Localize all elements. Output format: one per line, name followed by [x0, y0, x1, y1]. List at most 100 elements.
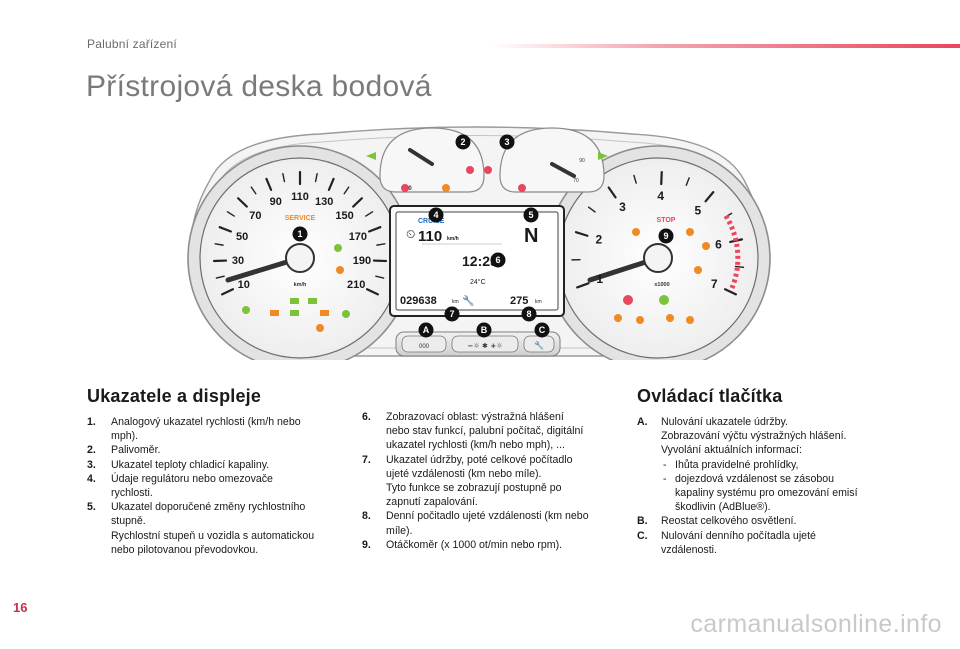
item-text: míle). — [386, 524, 413, 537]
callout-7: 7 — [444, 306, 460, 322]
list-item: 5. Ukazatel doporučené změny rychlostního… — [87, 500, 349, 557]
gauge-tick — [587, 206, 596, 213]
indicators-heading: Ukazatele a displeje — [87, 386, 262, 406]
gauge-tick — [367, 226, 382, 233]
outside-temperature: 24°C — [470, 278, 486, 286]
item-text: Nulování ukazatele údržby. — [661, 416, 789, 428]
svg-text:5: 5 — [528, 210, 533, 220]
gauge-label: 190 — [353, 255, 371, 267]
svg-text:1: 1 — [297, 229, 302, 239]
cruise-label: CRUISE — [418, 218, 445, 225]
item-number: C. — [637, 529, 648, 542]
gauge-label: 4 — [657, 189, 664, 203]
item-text: rychlosti. — [111, 487, 153, 500]
callout-4: 4 — [428, 207, 444, 223]
item-text: ukazatel rychlosti (km/h nebo mph), ... — [386, 439, 565, 452]
sub-item: dojezdová vzdálenost se zásoboukapaliny … — [661, 472, 899, 515]
item-text: Zobrazování výčtu výstražných hlášení. — [661, 430, 847, 443]
list-item: 3.Ukazatel teploty chladicí kapaliny. — [87, 458, 349, 472]
rpm-unit: x1000 — [654, 282, 669, 288]
gauge-tick — [265, 177, 273, 191]
button-c[interactable]: 🔧 — [523, 335, 555, 353]
section-label: Palubní zařízení — [87, 37, 177, 51]
item-number: 2. — [87, 444, 96, 457]
fuel-needle — [408, 148, 434, 166]
instrument-cluster-illustration: SERVICE STOP km/h x1000 0 90 70 CRUISE 1… — [170, 120, 782, 360]
item-number: 8. — [362, 510, 371, 523]
item-text: Ukazatel doporučené změny rychlostního — [111, 501, 306, 514]
svg-text:B: B — [481, 325, 488, 335]
indicators-column: Ukazatele a displeje 1. Analogový ukazate… — [87, 386, 349, 557]
temp-label-90: 90 — [579, 158, 585, 164]
svg-text:A: A — [423, 325, 430, 335]
item-text: Analogový ukazatel rychlosti (km/h nebo — [111, 416, 301, 428]
list-item: 9.Otáčkoměr (x 1000 ot/min nebo rpm). — [362, 538, 626, 552]
temperature-needle — [550, 162, 576, 178]
gauge-tick — [220, 288, 235, 296]
gauge-label: 6 — [715, 238, 722, 252]
header-rule — [490, 44, 960, 48]
item-text: Palivoměr. — [111, 444, 161, 457]
button-a[interactable]: 000 — [401, 335, 447, 353]
gauge-tick — [214, 243, 224, 246]
odometer-unit: km — [452, 299, 459, 305]
button-b-label: −☼ ✱ +☼ — [467, 342, 502, 350]
svg-text:4: 4 — [433, 210, 438, 220]
gauge-tick — [327, 177, 335, 191]
button-b[interactable]: −☼ ✱ +☼ — [451, 335, 519, 353]
temp-label-70: 70 — [573, 178, 579, 184]
service-distance: 275 — [510, 295, 528, 307]
item-number: 9. — [362, 538, 371, 551]
gauge-label: 90 — [270, 196, 282, 208]
callout-3: 3 — [499, 134, 515, 150]
item-text: Vyvolání aktuálních informací: — [661, 444, 802, 457]
tachometer-redzone — [723, 214, 741, 289]
wrench-icon: 🔧 — [462, 294, 474, 307]
list-item: 8. Denní počitadlo ujeté vzdálenosti (km … — [362, 509, 626, 537]
button-c-wrench-icon: 🔧 — [534, 340, 544, 350]
gauge-label: 7 — [711, 277, 718, 291]
gauge-label: 50 — [236, 231, 248, 243]
item-number: 6. — [362, 411, 371, 423]
gauge-label: 1 — [596, 272, 603, 286]
gauge-tick — [250, 186, 257, 195]
button-a-label: 000 — [419, 344, 430, 350]
svg-text:C: C — [539, 325, 546, 335]
gauge-tick — [704, 191, 715, 203]
callout-2: 2 — [455, 134, 471, 150]
gauge-label: 5 — [695, 204, 702, 218]
gauge-tick — [574, 231, 589, 237]
item-text: nebo pilotovanou převodovkou. — [111, 543, 259, 556]
svg-text:7: 7 — [449, 309, 454, 319]
list-item: 2. Palivoměr. — [87, 443, 349, 457]
gauge-tick — [282, 173, 286, 183]
item-text: Denní počitadlo ujeté vzdálenosti (km ne… — [386, 510, 589, 523]
gauge-tick — [343, 186, 350, 195]
sub-item-text: škodlivin (AdBlue®). — [675, 501, 771, 514]
svg-text:6: 6 — [495, 255, 500, 265]
item-text: stupně. — [111, 515, 146, 528]
sub-item: Ihůta pravidelné prohlídky, — [661, 458, 899, 472]
gauge-tick — [365, 211, 374, 217]
item-number: 1. — [87, 416, 96, 428]
svg-text:3: 3 — [504, 137, 509, 147]
watermark: carmanualsonline.info — [690, 610, 942, 638]
gauge-tick — [218, 226, 233, 233]
speedometer-cruise-icon: ⏲ — [406, 227, 415, 241]
gauge-tick — [375, 275, 385, 279]
item-number: 3. — [87, 458, 96, 471]
list-item: 7.Ukazatel údržby, poté celkové počítadl… — [362, 453, 626, 510]
svg-text:2: 2 — [460, 137, 465, 147]
controls-heading: Ovládací tlačítka — [637, 386, 783, 406]
stop-indicator: STOP — [657, 217, 676, 224]
gauge-label: 70 — [249, 210, 261, 222]
item-number: 5. — [87, 501, 96, 514]
item-text: Reostat celkového osvětlení. — [661, 515, 797, 528]
item-text: Nulování denního počítadla ujeté — [661, 529, 816, 542]
item-text: Ukazatel údržby, poté celkové počítadlo — [386, 453, 573, 466]
page-title: Přístrojová deska bodová — [86, 70, 432, 103]
callout-c: C — [534, 322, 550, 338]
gauge-label: 110 — [291, 191, 309, 203]
